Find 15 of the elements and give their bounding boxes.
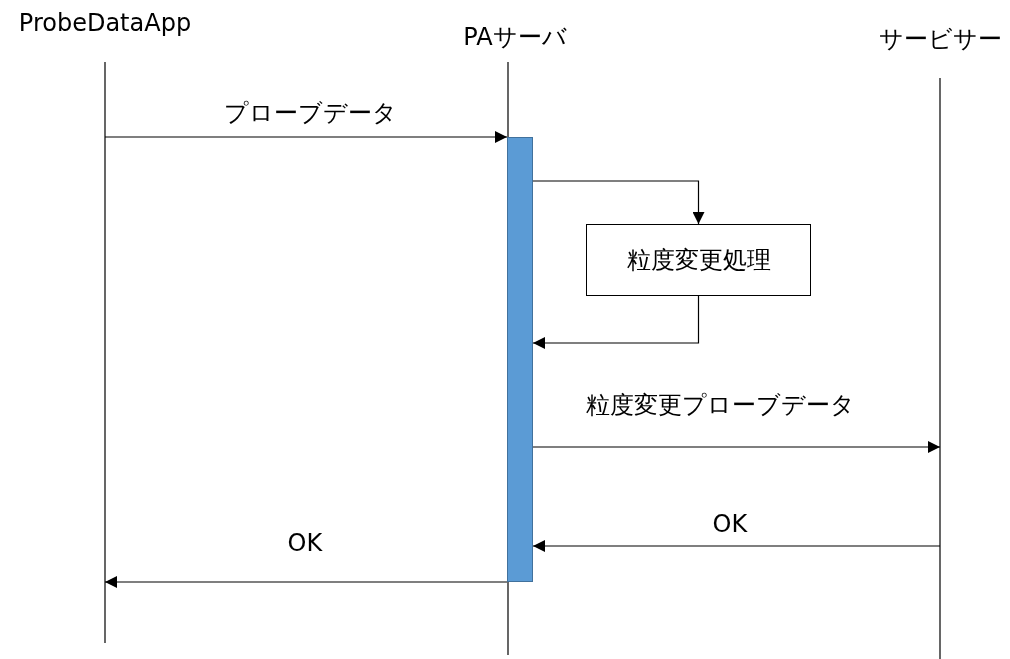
participant-name: PAサーバ <box>462 22 568 52</box>
arrow <box>532 441 941 453</box>
edge-label: OK <box>712 509 748 539</box>
arrow <box>532 295 700 349</box>
participant-name: ProbeDataApp <box>17 8 193 38</box>
arrow <box>104 576 508 588</box>
participant-name: サービサー <box>877 24 1003 54</box>
process-box: 粒度変更処理 <box>586 224 811 296</box>
edge-label: OK <box>287 528 323 558</box>
arrow <box>532 540 941 552</box>
edge-label: プローブデータ <box>223 98 397 128</box>
arrow <box>532 180 705 225</box>
activation-bar <box>507 137 533 582</box>
arrow <box>104 131 508 143</box>
edge-label: 粒度変更プローブデータ <box>585 390 855 420</box>
